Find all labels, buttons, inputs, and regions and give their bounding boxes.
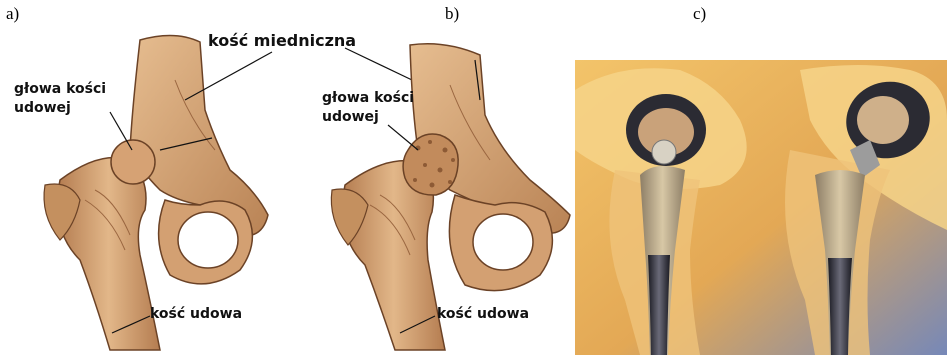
obturator-foramen-b	[473, 214, 533, 270]
head-label-a-line1: głowa kości	[14, 81, 106, 97]
panel-b-hip-illustration: głowa kości udowej kość udowa	[322, 44, 570, 350]
pelvis-label: kość miedniczna	[208, 31, 356, 50]
femur-label-b: kość udowa	[437, 306, 529, 322]
head-label-b-line1: głowa kości	[322, 90, 414, 106]
panel-c-hip-implants	[575, 60, 947, 355]
head-label-a-line2: udowej	[14, 100, 71, 116]
panel-a-hip-illustration: głowa kości udowej kość udowa	[14, 35, 272, 350]
femur-label-a: kość udowa	[150, 306, 242, 322]
femur-bone-a	[58, 158, 161, 351]
obturator-foramen-a	[178, 212, 238, 268]
head-label-b-line2: udowej	[322, 109, 379, 125]
femoral-head-a	[111, 140, 155, 184]
